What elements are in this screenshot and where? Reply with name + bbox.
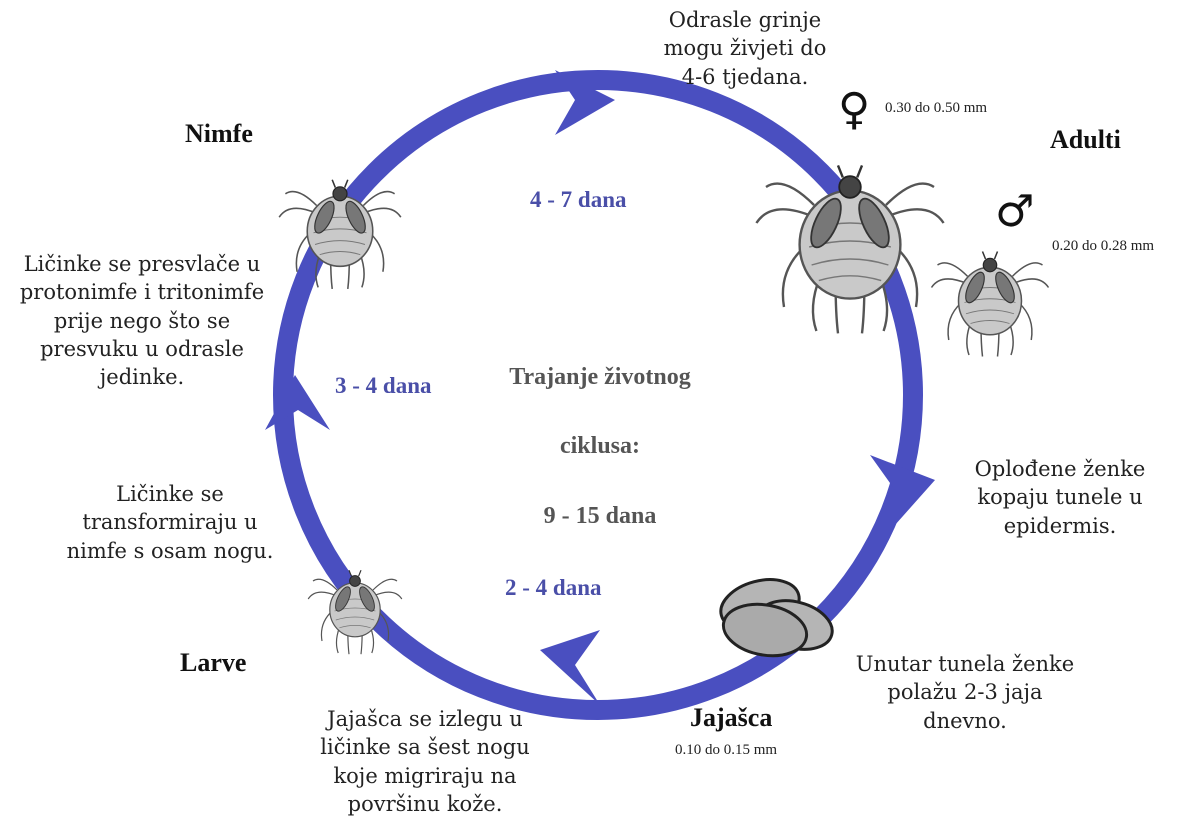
note-adult-lifespan: Odrasle grinje mogu živjeti do 4-6 tjeda… bbox=[640, 6, 850, 91]
note-laying: Unutar tunela ženke polažu 2-3 jaja dnev… bbox=[845, 650, 1085, 735]
note-larva-transform: Ličinke se transformiraju u nimfe s osam… bbox=[60, 480, 280, 565]
egg-cluster-icon bbox=[715, 571, 838, 661]
size-eggs: 0.10 do 0.15 mm bbox=[675, 740, 777, 760]
center-line-3: 9 - 15 dana bbox=[470, 499, 730, 534]
size-male: 0.20 do 0.28 mm bbox=[1052, 236, 1154, 256]
duration-nymph-to-adult: 4 - 7 dana bbox=[530, 184, 627, 215]
note-hatching: Jajašca se izlegu u ličinke sa šest nogu… bbox=[305, 705, 545, 818]
note-molting: Ličinke se presvlače u protonimfe i trit… bbox=[2, 250, 282, 392]
duration-egg-to-larva: 2 - 4 dana bbox=[505, 572, 602, 603]
stage-label-adults: Adulti bbox=[1050, 122, 1121, 157]
duration-larva-to-nymph: 3 - 4 dana bbox=[335, 370, 432, 401]
female-symbol-icon: ♀ bbox=[838, 88, 870, 132]
center-title: Trajanje životnog ciklusa: 9 - 15 dana bbox=[470, 325, 730, 569]
stage-label-larvae: Larve bbox=[180, 645, 246, 680]
mite-illustration-icon bbox=[932, 252, 1049, 357]
center-line-2: ciklusa: bbox=[470, 429, 730, 464]
note-burrowing: Oplođene ženke kopaju tunele u epidermis… bbox=[960, 455, 1160, 540]
center-line-1: Trajanje životnog bbox=[470, 360, 730, 395]
cycle-arrow-icon bbox=[540, 630, 600, 705]
stage-label-eggs: Jajašca bbox=[690, 700, 772, 735]
mite-illustration-icon bbox=[756, 165, 943, 333]
male-symbol-icon: ♂ bbox=[995, 190, 1034, 234]
stage-label-nymphs: Nimfe bbox=[185, 116, 253, 151]
size-female: 0.30 do 0.50 mm bbox=[885, 98, 987, 118]
